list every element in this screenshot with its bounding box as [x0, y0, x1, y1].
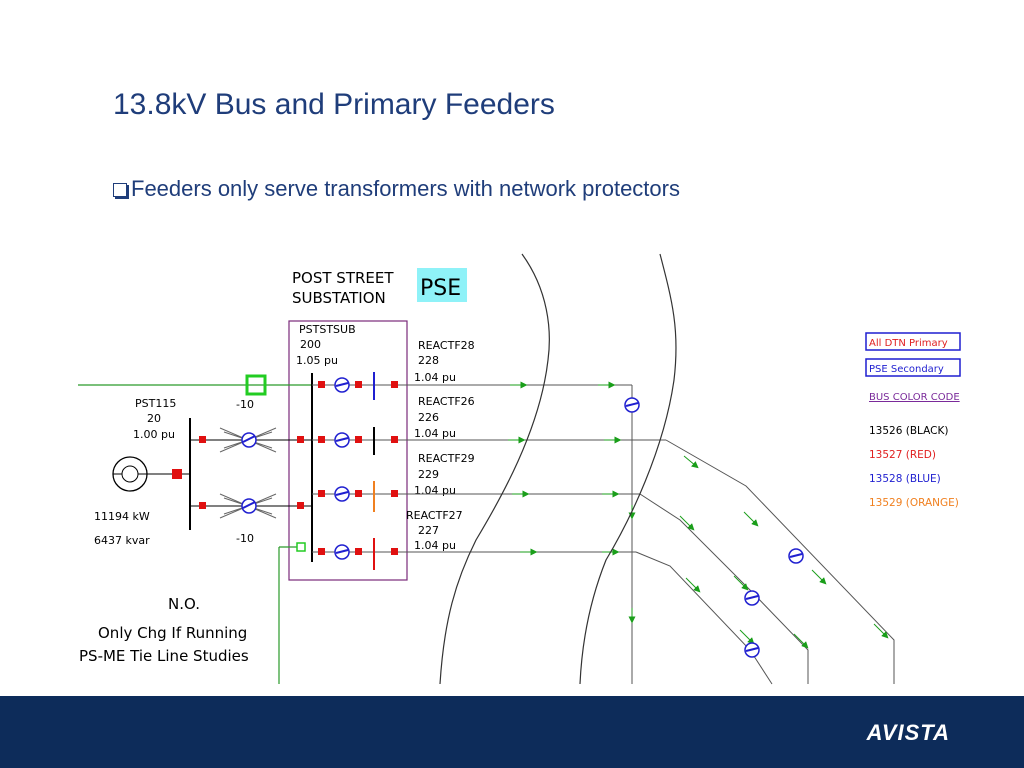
- one-line-diagram: POST STREET SUBSTATION PSE PSTSTSUB 200 …: [78, 253, 961, 685]
- legend-item-orange: 13529 (ORANGE): [869, 497, 959, 509]
- pse-tag-box: [417, 268, 467, 302]
- area-boundary-left: [439, 253, 550, 685]
- legend-pse-secondary[interactable]: PSE Secondary: [869, 364, 944, 375]
- feeder-name: REACTF28: [418, 339, 475, 352]
- transformer-branch-top: [190, 427, 312, 453]
- tap-top-label: -10: [236, 398, 254, 411]
- source-bus-voltage: 1.00 pu: [133, 428, 175, 441]
- bus-number: 200: [300, 338, 321, 351]
- feeder-number: 228: [418, 354, 439, 367]
- legend-all-dtn-box[interactable]: [865, 332, 961, 351]
- legend-all-dtn[interactable]: All DTN Primary: [869, 338, 948, 349]
- feeder-line-229: [312, 455, 809, 684]
- feeder-line-228: [312, 372, 640, 684]
- note-line3: PS-ME Tie Line Studies: [79, 647, 249, 665]
- avista-logo: AVISTA: [866, 720, 950, 745]
- tap-bottom-label: -10: [236, 532, 254, 545]
- feeder-name: REACTF26: [418, 395, 475, 408]
- feeder-voltage: 1.04 pu: [414, 371, 456, 384]
- feeder-number: 229: [418, 468, 439, 481]
- legend-item-blue: 13528 (BLUE): [869, 473, 941, 485]
- feeder-line-227: [312, 515, 773, 685]
- feeder-number: 226: [418, 411, 439, 424]
- pse-tag: PSE: [420, 276, 461, 301]
- footer-bar: AVISTA: [0, 696, 1024, 768]
- note-line2: Only Chg If Running: [98, 624, 247, 642]
- slide-title: 13.8kV Bus and Primary Feeders: [113, 88, 555, 121]
- legend-pse-secondary-box[interactable]: [865, 358, 961, 377]
- source-kvar: 6437 kvar: [94, 534, 150, 547]
- area-boundary-right: [579, 253, 677, 685]
- bullet-text: Feeders only serve transformers with net…: [131, 176, 680, 201]
- feeder-name: REACTF29: [418, 452, 475, 465]
- feeder-voltage: 1.04 pu: [414, 484, 456, 497]
- source-kw: 11194 kW: [94, 510, 150, 523]
- legend-item-black: 13526 (BLACK): [869, 425, 948, 437]
- substation-name-line1: POST STREET: [292, 269, 394, 287]
- legend-bus-color-code[interactable]: BUS COLOR CODE: [869, 392, 960, 403]
- substation-name-line2: SUBSTATION: [292, 289, 386, 307]
- note-no: N.O.: [168, 595, 200, 613]
- feeder-number: 227: [418, 524, 439, 537]
- tie-switch[interactable]: [296, 542, 306, 552]
- normally-open-switch[interactable]: [245, 374, 267, 396]
- bus-voltage: 1.05 pu: [296, 354, 338, 367]
- generator-breaker[interactable]: [172, 469, 182, 479]
- feeder-name: REACTF27: [406, 509, 463, 522]
- feeder-voltage: 1.04 pu: [414, 427, 456, 440]
- bullet-item: Feeders only serve transformers with net…: [113, 176, 680, 202]
- feeder-voltage: 1.04 pu: [414, 539, 456, 552]
- source-bus-number: 20: [147, 412, 161, 425]
- bus-name: PSTSTSUB: [299, 323, 356, 336]
- generator-inner-icon: [121, 465, 139, 483]
- substation-box: [288, 320, 408, 581]
- feeder-line-226: [312, 427, 895, 684]
- source-bus-name: PST115: [135, 397, 176, 410]
- legend-item-red: 13527 (RED): [869, 449, 936, 461]
- transformer-branch-bottom: [190, 493, 312, 519]
- checkbox-bullet-icon: [113, 183, 127, 197]
